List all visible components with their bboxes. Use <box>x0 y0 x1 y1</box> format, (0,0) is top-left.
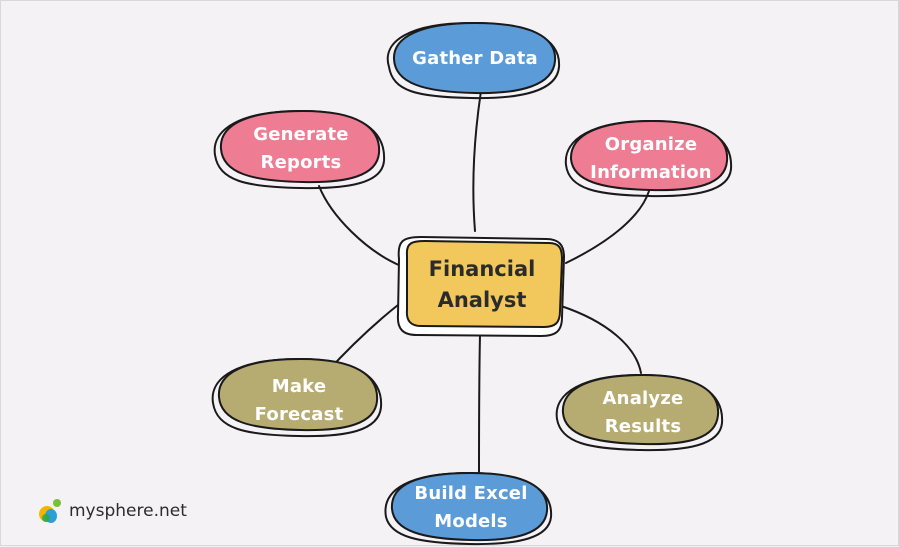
connector-gather-data <box>472 90 482 232</box>
brand[interactable]: mysphere.net <box>37 497 187 525</box>
node-label-build-excel-models: Build Excel Models <box>414 483 528 532</box>
brand-name: mysphere.net <box>69 501 187 521</box>
connector-build-excel-models <box>478 334 481 477</box>
node-label-gather-data: Gather Data <box>412 48 538 69</box>
node-shape <box>569 119 729 192</box>
node-shape <box>217 357 379 432</box>
node-make-forecast <box>211 357 383 438</box>
node-shape <box>390 471 549 542</box>
node-shape <box>219 109 381 184</box>
node-label-analyze-results: Analyze Results <box>602 388 684 437</box>
node-build-excel-models <box>384 471 553 546</box>
node-gather-data <box>386 21 561 100</box>
node-shape <box>392 21 557 95</box>
node-label-make-forecast: Make Forecast <box>254 376 344 425</box>
connector-organize-information <box>565 190 650 264</box>
mysphere-logo-icon <box>39 499 61 523</box>
node-organize-information <box>564 119 733 198</box>
node-label-organize-information: Organize Information <box>590 134 712 183</box>
node-label-generate-reports: Generate Reports <box>253 124 349 173</box>
connector-generate-reports <box>318 185 402 267</box>
center-label: Financial Analyst <box>428 257 536 312</box>
node-generate-reports <box>213 109 386 190</box>
connector-analyze-results <box>560 305 642 374</box>
center-node <box>396 235 566 338</box>
node-shape <box>561 373 720 446</box>
node-analyze-results <box>555 373 724 452</box>
